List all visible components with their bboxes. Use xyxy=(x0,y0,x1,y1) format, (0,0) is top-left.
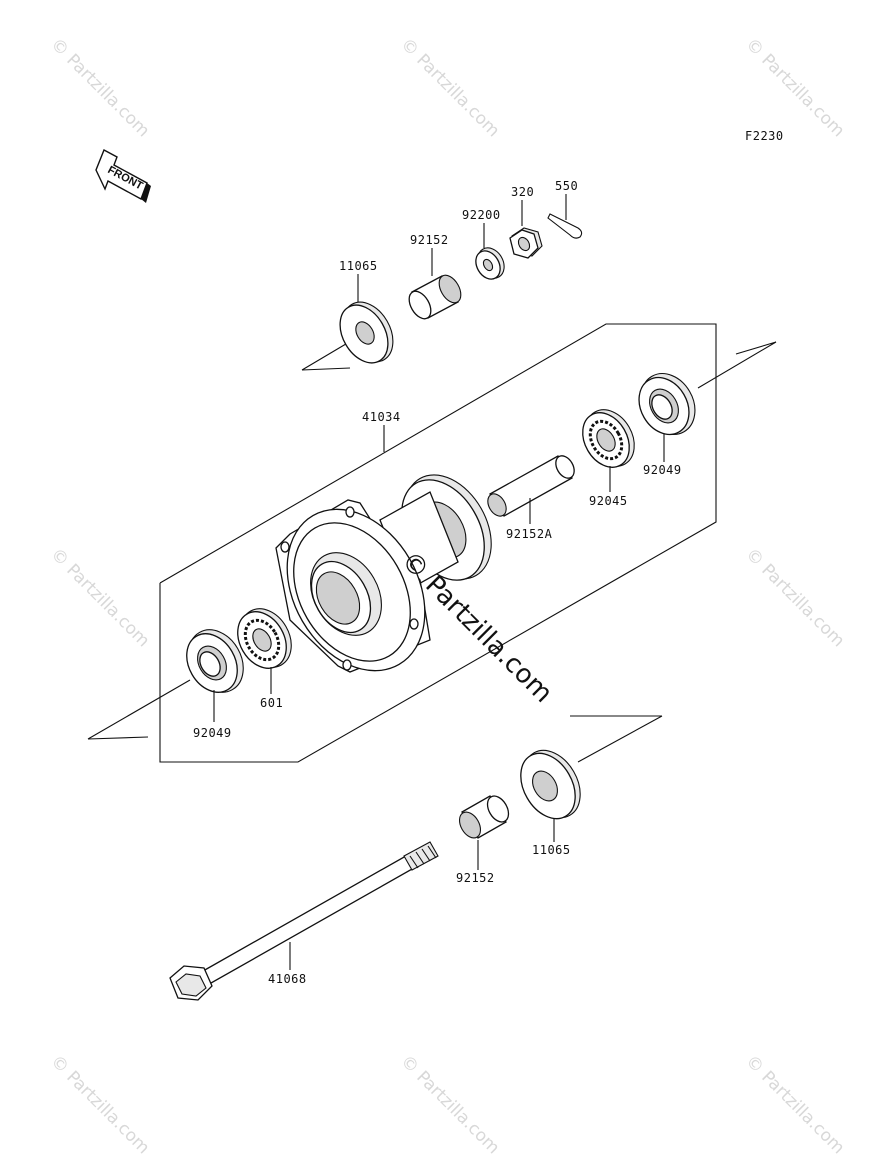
part-labels: 11065 92152 92200 320 550 41034 92049 92… xyxy=(193,179,682,986)
watermark: © Partzilla.com xyxy=(396,34,503,141)
assembly-frame xyxy=(159,323,717,763)
part-number-label: 92152 xyxy=(410,233,449,247)
bolt-hole xyxy=(409,618,419,630)
watermark: © Partzilla.com xyxy=(46,1051,153,1158)
part-number-label: 41068 xyxy=(268,972,307,986)
part-number-label: 92152A xyxy=(506,527,553,541)
part-number-label: 11065 xyxy=(339,259,378,273)
figure-code: F2230 xyxy=(745,129,784,143)
bolt-hole xyxy=(342,659,352,671)
part-number-label: 320 xyxy=(511,185,534,199)
watermark: © Partzilla.com xyxy=(396,1051,503,1158)
watermark: © Partzilla.com xyxy=(46,544,153,651)
collar-top xyxy=(408,274,462,320)
bearing-right xyxy=(582,409,635,468)
leader-lines xyxy=(213,194,665,970)
washer-bottom xyxy=(520,749,581,820)
watermark: © Partzilla.com xyxy=(741,34,848,141)
watermark: © Partzilla.com xyxy=(741,1051,848,1158)
watermark: © Partzilla.com xyxy=(741,544,848,651)
axis-lines xyxy=(87,337,777,763)
collar-bottom xyxy=(458,795,510,839)
part-number-label: 92045 xyxy=(589,494,628,508)
bolt-hole xyxy=(345,506,355,518)
axle xyxy=(169,841,439,1001)
front-arrow-icon: FRONT xyxy=(95,149,151,203)
castle-nut xyxy=(509,227,543,259)
washer-92200 xyxy=(475,247,505,280)
part-number-label: 550 xyxy=(555,179,578,193)
watermark: © Partzilla.com xyxy=(46,34,153,141)
bolt-hole xyxy=(280,541,290,553)
part-number-label: 601 xyxy=(260,696,283,710)
part-number-label: 92200 xyxy=(462,208,501,222)
washer-top xyxy=(339,301,394,364)
part-number-label: 41034 xyxy=(362,410,401,424)
part-number-label: 92049 xyxy=(643,463,682,477)
part-number-label: 11065 xyxy=(532,843,571,857)
seal-left xyxy=(186,629,244,693)
bearing-left xyxy=(237,608,292,669)
seal-right xyxy=(638,373,696,436)
part-number-label: 92049 xyxy=(193,726,232,740)
cotter-pin xyxy=(547,213,583,239)
collar-long xyxy=(487,455,575,517)
hub-assembly xyxy=(275,474,492,673)
part-number-label: 92152 xyxy=(456,871,495,885)
